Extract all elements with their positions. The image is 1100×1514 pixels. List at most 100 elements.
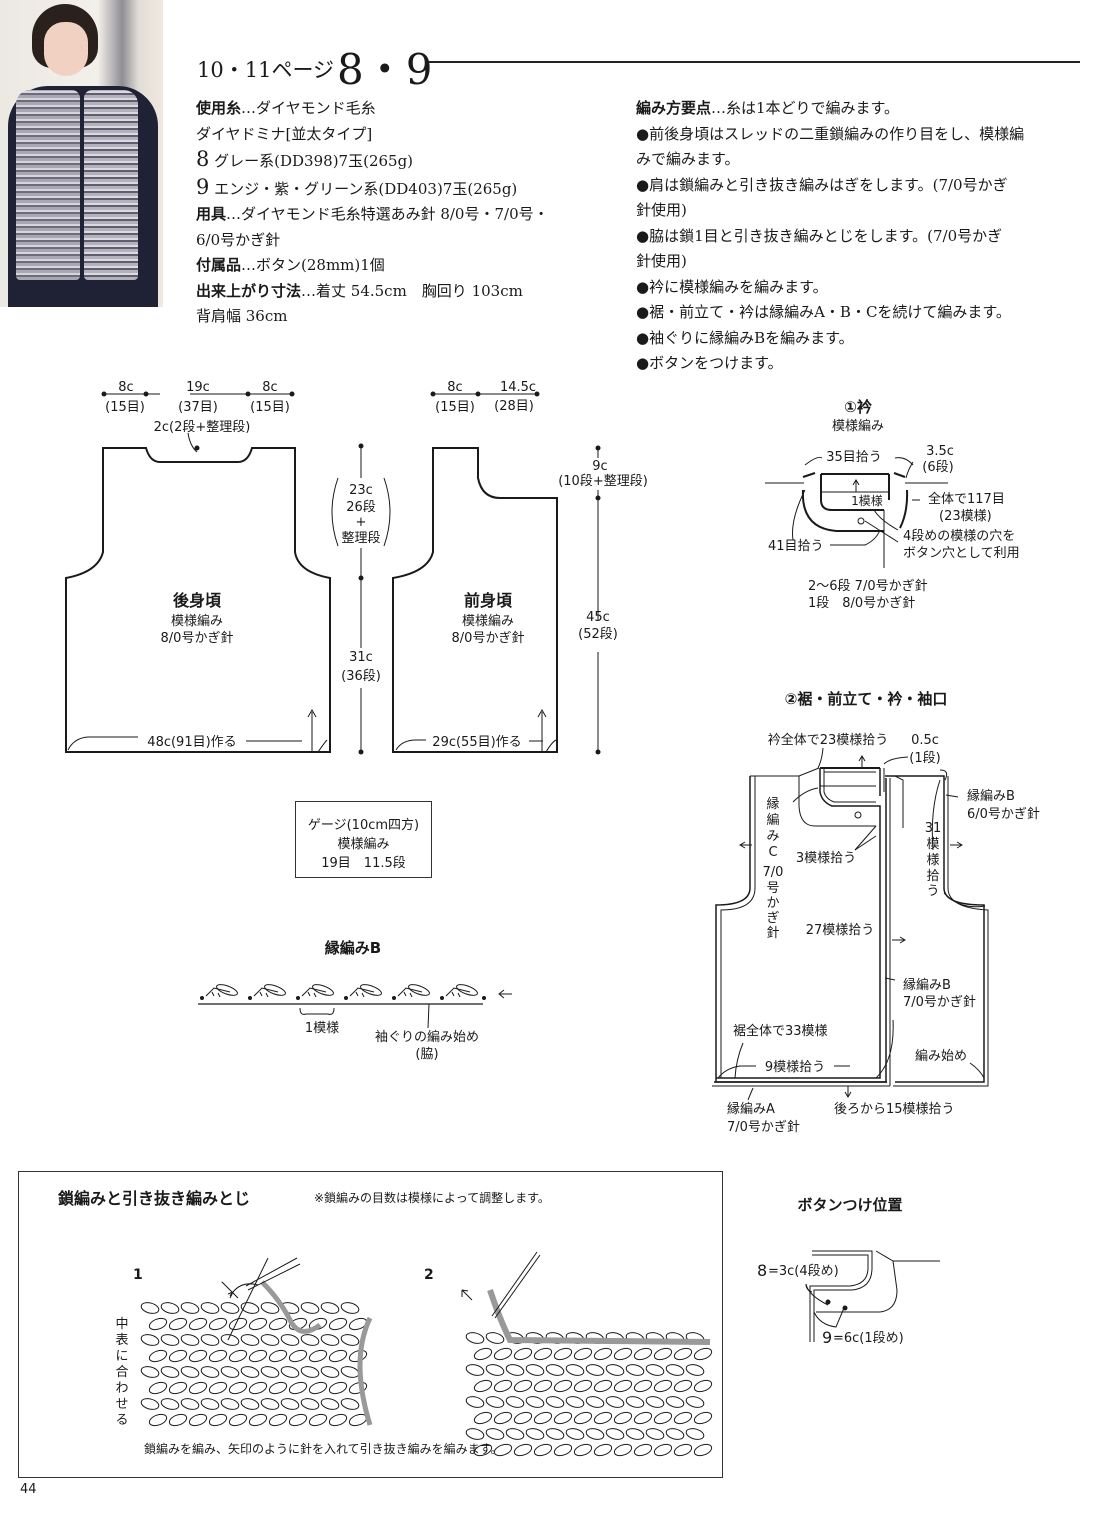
stitch-loop [200, 1302, 220, 1314]
stitch-loop [485, 1396, 505, 1408]
back-dim-center-st: (37目) [178, 400, 218, 415]
yarn-label: 使用糸 [196, 99, 242, 117]
stitch-loop [260, 1398, 280, 1410]
picot-loop [408, 984, 430, 996]
stitch-loop [168, 1349, 188, 1363]
stitch-loop [693, 1443, 713, 1457]
stitch-loop [148, 1381, 168, 1395]
point-line: ●脇は鎖1目と引き抜き編みとじをします。(7/0号かぎ [636, 226, 1003, 245]
stitch-loop [653, 1347, 673, 1361]
stitch-loop [673, 1411, 693, 1425]
stitch-loop [645, 1428, 665, 1440]
yarn-strand [260, 1280, 373, 1426]
front-cast-on: 29c(55目)作る [432, 735, 521, 750]
stitch-loop [208, 1413, 228, 1427]
stitch-loop [473, 1411, 493, 1425]
stitch-loop [280, 1334, 300, 1346]
edging-c-label-char: み [766, 829, 779, 844]
stitch-loop [168, 1413, 188, 1427]
stitch-loop [613, 1411, 633, 1425]
edging-b-title: 縁編みB [325, 939, 381, 957]
picot-loop [456, 984, 478, 996]
yarn-type: ダイヤドミナ[並太タイプ] [196, 124, 373, 143]
stitch-loop [465, 1332, 485, 1344]
stitch-loop [673, 1379, 693, 1393]
chain-dot [482, 996, 486, 1000]
collar-title: ①衿 [844, 398, 872, 416]
back-dim-right-cm: 8c [262, 380, 277, 395]
stitch-loop [653, 1443, 673, 1457]
collar-pick-35: 35目拾う [826, 450, 882, 465]
point-line: 針使用) [636, 201, 687, 219]
button-pos-8: =3c(4段め) [768, 1264, 839, 1279]
seam-side-char: る [115, 1413, 128, 1428]
collar-repeat: 1模様 [851, 494, 883, 508]
stitch-loop [665, 1364, 685, 1376]
edging-pick31-char: 31 [925, 821, 942, 836]
stitch-symbol [397, 987, 423, 998]
page-reference: 10・11ページ [197, 58, 335, 82]
stitch-loop [625, 1364, 645, 1376]
stitch-loop [625, 1396, 645, 1408]
front-dim-left-st: (15目) [435, 400, 475, 415]
stitch-loop [473, 1443, 493, 1457]
stitch-loop [685, 1396, 705, 1408]
stitch-loop [465, 1396, 485, 1408]
stitch-loop [533, 1443, 553, 1457]
stitch-loop [633, 1379, 653, 1393]
stitch-loop [300, 1398, 320, 1410]
yarn-value: …ダイヤモンド毛糸 [241, 99, 376, 117]
stitch-symbol [301, 987, 327, 998]
stitch-loop [513, 1379, 533, 1393]
edging-pick31-char: 模 [926, 837, 939, 852]
edging-title: ②裾・前立て・衿・袖口 [785, 690, 948, 708]
back-neck-depth: 2c(2段+整理段) [154, 420, 251, 435]
stitch-loop [148, 1413, 168, 1427]
point-line: ●前後身頃はスレッドの二重鎖編みの作り目をし、模様編 [636, 124, 1025, 143]
stitch-loop [220, 1302, 240, 1314]
seam-side-char: 表 [115, 1333, 128, 1348]
back-body-title: 後身頃 [173, 591, 222, 610]
stitch-loop [260, 1334, 280, 1346]
stitch-loop [593, 1411, 613, 1425]
stitch-loop [200, 1334, 220, 1346]
stitch-loop [308, 1381, 328, 1395]
stitch-loop [673, 1347, 693, 1361]
stitch-loop [248, 1317, 268, 1331]
stitch-loop [208, 1349, 228, 1363]
stitch-loop [493, 1379, 513, 1393]
front-total-rows: (52段) [578, 627, 618, 642]
stitch-loop [340, 1302, 360, 1314]
gauge-values: 19目 11.5段 [321, 856, 406, 871]
stitch-loop [605, 1364, 625, 1376]
stitch-loop [545, 1364, 565, 1376]
gauge-pattern: 模様編み [337, 837, 390, 852]
stitch-loop [180, 1366, 200, 1378]
button-pos-title: ボタンつけ位置 [797, 1196, 902, 1214]
stitch-loop [328, 1317, 348, 1331]
edging-pick31-char: 拾 [926, 869, 939, 884]
instructions-block: 編み方要点…糸は1本どりで編みます。 ●前後身頃はスレッドの二重鎖編みの作り目を… [636, 96, 1056, 377]
front-body-pattern: 模様編み [462, 613, 514, 629]
front-dim-left-cm: 8c [447, 380, 462, 395]
stitch-loop [693, 1347, 713, 1361]
front-body-outline [392, 447, 558, 753]
picot-loop [312, 984, 334, 996]
edging-pick31-char: 様 [926, 853, 939, 868]
edging-b7-label: 縁編みB [903, 977, 951, 993]
stitch-loop [288, 1413, 308, 1427]
crochet-hook-1 [245, 1257, 301, 1291]
stitch-loop [340, 1398, 360, 1410]
edging-c-label-char: か [766, 896, 779, 911]
stitch-loop [300, 1366, 320, 1378]
edging-b-start-1: 袖ぐりの編み始め [375, 1029, 479, 1045]
stitch-loop [613, 1443, 633, 1457]
stitch-loop [573, 1411, 593, 1425]
seam-side-char: 中 [115, 1317, 128, 1332]
edging-pick31-char: う [926, 884, 939, 899]
front-neck-height: 9c [592, 459, 607, 474]
seam-side-char: せ [115, 1397, 128, 1412]
stitch-loop [573, 1347, 593, 1361]
seam-step-1: 1 [133, 1267, 143, 1283]
stitch-loop [545, 1396, 565, 1408]
